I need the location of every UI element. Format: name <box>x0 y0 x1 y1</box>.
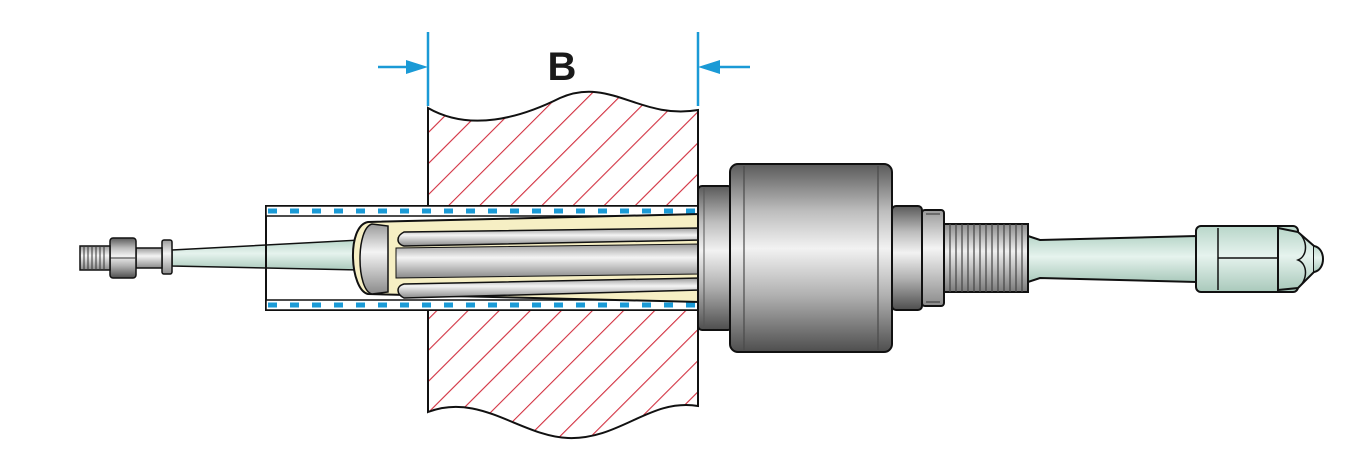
dimension-arrow-right-icon <box>698 60 750 74</box>
rod-thread-tip <box>79 245 111 271</box>
collet-core <box>395 243 701 279</box>
rod-collar <box>161 239 173 275</box>
dimension-arrow-left-icon <box>378 60 428 74</box>
pull-rod <box>79 237 361 279</box>
liner-upper-wall <box>265 205 699 217</box>
collet-nose <box>359 223 389 295</box>
bearing-collar <box>891 205 945 311</box>
expanding-collet <box>351 212 701 304</box>
housing-lower-section <box>427 303 699 440</box>
hex-drive-head <box>1195 225 1324 293</box>
dimension-label: B <box>548 45 577 89</box>
liner-lower-wall <box>265 299 699 311</box>
rod-neck <box>135 247 163 269</box>
dimension-b: B <box>378 32 750 106</box>
collet-slot-lower <box>397 277 701 299</box>
main-body <box>729 163 893 353</box>
threaded-spindle <box>943 223 1029 293</box>
collet-slot-upper <box>397 227 701 247</box>
housing-wall <box>427 90 699 440</box>
thrust-washer <box>697 185 733 331</box>
housing-upper-section <box>427 90 699 213</box>
spindle-shaft <box>1027 234 1197 284</box>
